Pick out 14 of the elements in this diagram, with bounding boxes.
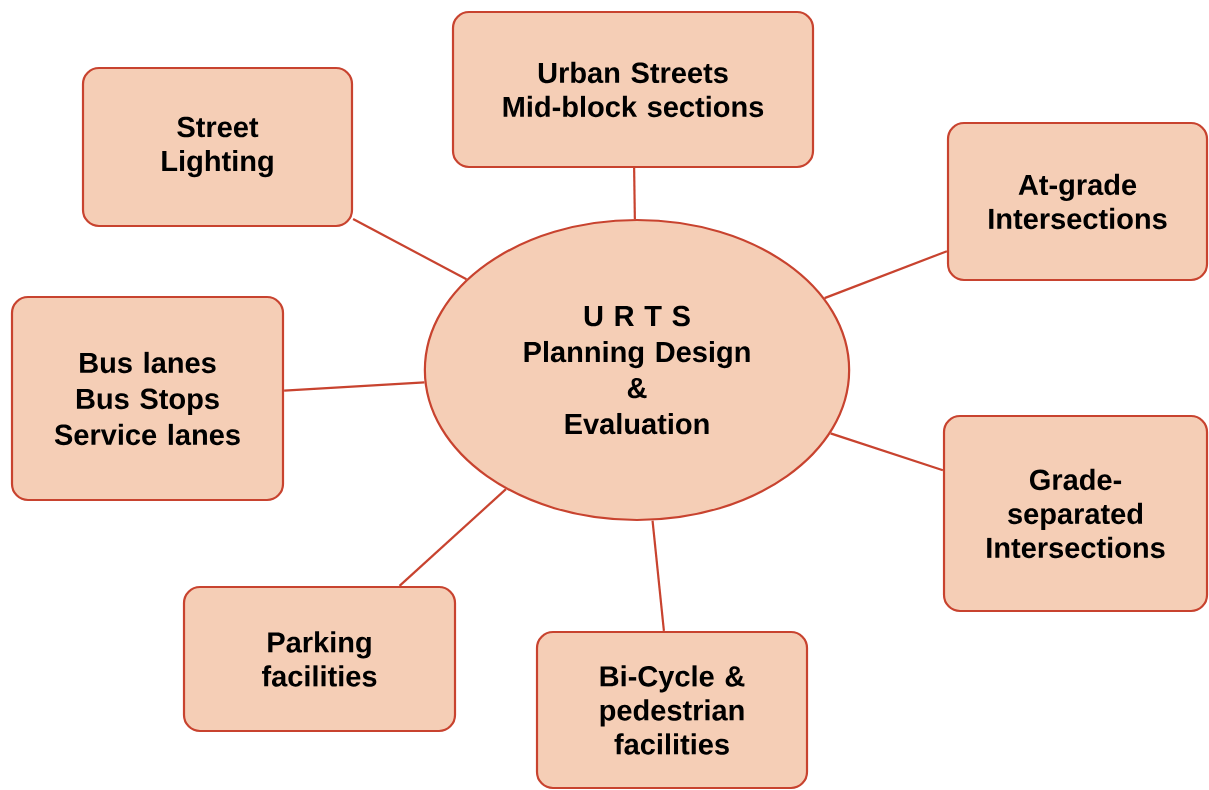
- topic-box: Bi-Cycle & pedestrian facilities: [535, 630, 809, 790]
- connector-line: [352, 218, 467, 281]
- connector-line: [824, 250, 948, 300]
- topic-box: Street Lighting: [81, 66, 354, 228]
- connector-line: [830, 432, 944, 472]
- topic-box: At-grade Intersections: [946, 121, 1209, 282]
- connector-line: [633, 168, 636, 219]
- connector-line: [284, 381, 425, 392]
- topic-box: Parking facilities: [182, 585, 457, 733]
- connector-line: [651, 520, 665, 631]
- topic-box: Bus lanes Bus Stops Service lanes: [10, 295, 285, 502]
- topic-box: Urban Streets Mid-block sections: [451, 10, 815, 169]
- connector-line: [398, 488, 507, 587]
- topic-box: Grade-separated Intersections: [942, 414, 1209, 613]
